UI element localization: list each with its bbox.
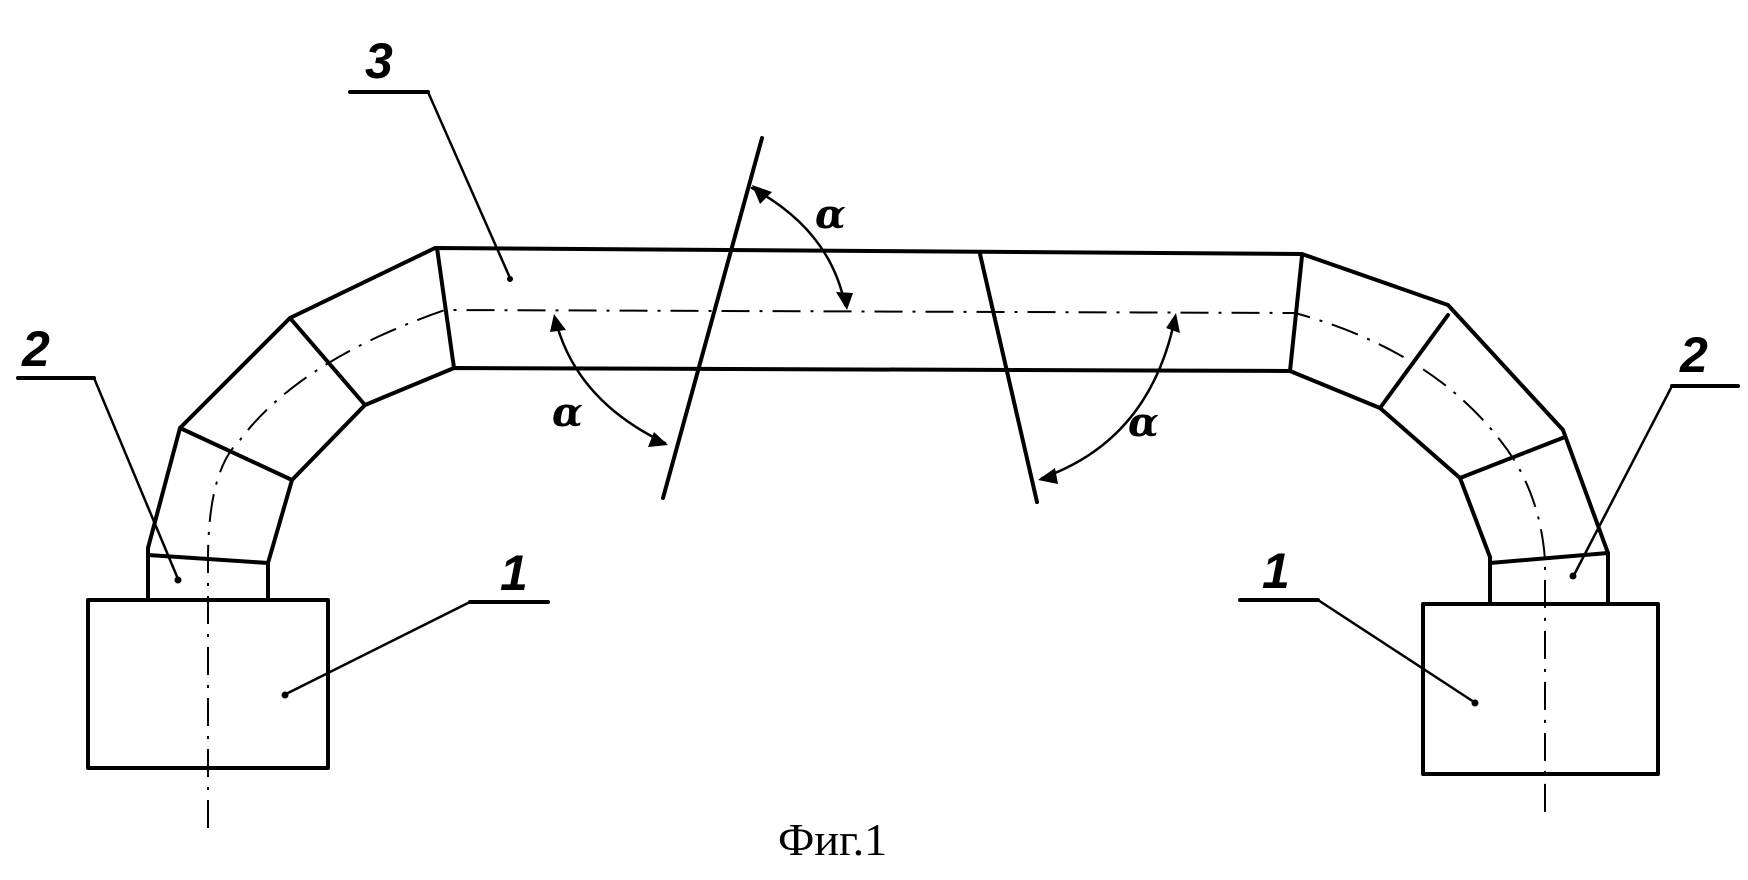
label-support-right: 1	[1262, 543, 1290, 599]
angle-label-lower-right: α	[1128, 399, 1159, 446]
label-2-right-leader	[1574, 386, 1672, 575]
label-2-right-leader-dot	[1570, 573, 1577, 580]
label-3-leader-dot	[507, 276, 513, 282]
label-1-left-leader-dot	[282, 692, 289, 699]
label-segment-right: 2	[1679, 327, 1708, 383]
arrowhead-top-1	[752, 185, 772, 204]
label-1-right-leader-dot	[1472, 700, 1479, 707]
figure-caption: Фиг.1	[778, 814, 887, 865]
segment-joint-right-1	[1490, 553, 1608, 563]
label-main-pipe: 3	[365, 33, 393, 89]
arrowhead-lr-1	[1166, 313, 1180, 333]
support-block-left	[88, 600, 328, 768]
label-1-left-leader	[286, 602, 470, 694]
segment-joint-right-3	[1380, 315, 1448, 408]
arch-pipe	[148, 138, 1608, 604]
arrowhead-ll-2	[648, 432, 668, 447]
angle-label-top: α	[815, 191, 846, 238]
angle-arc-lower-right	[1042, 318, 1175, 478]
label-support-left: 1	[500, 545, 528, 601]
segment-joint-left-3	[290, 318, 365, 405]
arch-outer-edge	[148, 248, 1608, 604]
angle-label-lower-left: α	[552, 389, 583, 436]
arrowhead-top-2	[836, 292, 853, 310]
arch-inner-edge	[268, 368, 1490, 604]
label-2-left-leader-dot	[175, 577, 182, 584]
segment-joint-left-4	[437, 248, 454, 368]
arrowhead-ll-1	[550, 314, 566, 332]
label-segment-left: 2	[21, 321, 50, 377]
angle-markers	[550, 185, 1180, 484]
label-1-right-leader	[1318, 600, 1474, 702]
arrowhead-lr-2	[1038, 468, 1058, 484]
inclined-cut-line-right	[980, 254, 1037, 502]
segment-joint-left-2	[180, 428, 292, 480]
support-block-right	[1423, 604, 1658, 774]
inclined-cut-line-left	[663, 138, 762, 498]
